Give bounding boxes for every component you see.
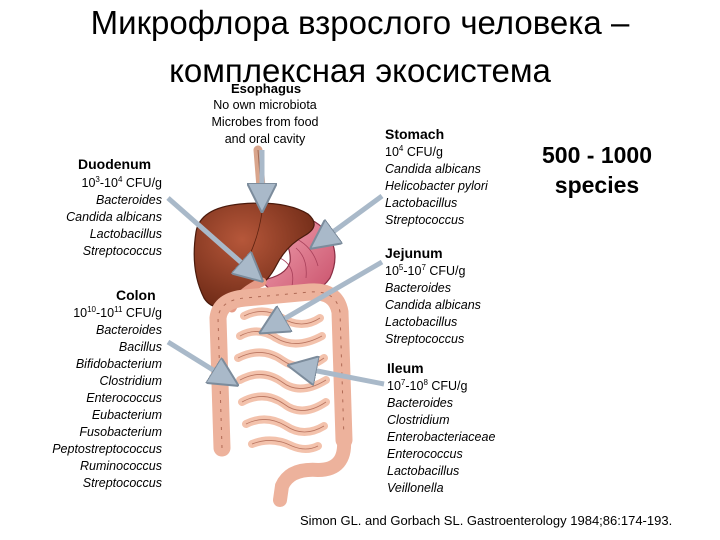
microbe-item: Bifidobacterium [75, 357, 162, 371]
arrow-duodenum [166, 196, 252, 272]
stomach-heading: Stomach [385, 126, 445, 142]
title-line-2: комплексная экосистема [169, 52, 551, 89]
microbe-item: Clostridium [387, 413, 450, 427]
microbe-item: Fusobacterium [79, 425, 162, 439]
ileum-block: 107-108 CFU/g Bacteroides Clostridium En… [387, 378, 495, 497]
pointer-arrows [166, 150, 385, 387]
colon-heading: Colon [116, 287, 156, 303]
title-line-1: Микрофлора взрослого человека – [90, 4, 630, 41]
microbe-item: Clostridium [99, 374, 162, 388]
microbe-item: Bacteroides [95, 323, 162, 337]
arrow-colon [166, 339, 226, 378]
stomach-cfu: 104 CFU/g [385, 144, 443, 160]
small-intestine-outline [237, 311, 327, 450]
arrow-ileum [302, 368, 385, 387]
microbe-item: Bacillus [118, 340, 162, 354]
duodenum-heading: Duodenum [78, 156, 152, 172]
arrow-jejunum [272, 259, 384, 326]
colon [209, 283, 353, 507]
microbe-item: Ruminococcus [80, 459, 162, 473]
microbe-item: Enterococcus [86, 391, 162, 405]
arrow-stomach [322, 193, 384, 240]
microbe-item: Eubacterium [91, 408, 162, 422]
microbe-item: Enterobacteriaceae [387, 430, 496, 444]
colon-block: 1010-1011 CFU/g Bacteroides Bacillus Bif… [10, 305, 162, 492]
duodenum-cfu: 103-104 CFU/g [81, 175, 162, 191]
colon-cfu: 1010-1011 CFU/g [73, 305, 162, 321]
microbe-item: Lactobacillus [385, 315, 458, 329]
microbe-item: Lactobacillus [89, 227, 162, 241]
species-line-2: species [554, 172, 640, 198]
esophagus-notes: No own microbiota Microbes from food and… [195, 97, 335, 148]
esophagus-note: No own microbiota [213, 98, 317, 112]
microbe-item: Helicobacter pylori [385, 179, 488, 193]
microbe-item: Veillonella [387, 481, 444, 495]
microbe-item: Streptococcus [385, 213, 465, 227]
microbe-item: Streptococcus [82, 244, 162, 258]
microbe-item: Bacteroides [387, 396, 454, 410]
microbe-item: Bacteroides [95, 193, 162, 207]
microbe-item: Candida albicans [66, 210, 162, 224]
stomach-block: 104 CFU/g Candida albicans Helicobacter … [385, 144, 488, 229]
microbe-item: Lactobacillus [385, 196, 458, 210]
species-line-1: 500 - 1000 [542, 142, 652, 168]
ileum-heading: Ileum [387, 360, 424, 376]
microbe-item: Streptococcus [82, 476, 162, 490]
microbe-item: Bacteroides [385, 281, 452, 295]
esophagus-heading: Esophagus [231, 81, 302, 96]
jejunum-cfu: 105-107 CFU/g [385, 263, 466, 279]
microbe-item: Enterococcus [387, 447, 463, 461]
microbe-item: Candida albicans [385, 162, 481, 176]
microbe-item: Peptostreptococcus [52, 442, 162, 456]
esophagus-note: and oral cavity [224, 132, 306, 146]
esophagus-note: Microbes from food [211, 115, 319, 129]
jejunum-heading: Jejunum [385, 245, 443, 261]
jejunum-block: 105-107 CFU/g Bacteroides Candida albica… [385, 263, 481, 348]
microbe-item: Candida albicans [385, 298, 481, 312]
duodenum-block: 103-104 CFU/g Bacteroides Candida albica… [20, 175, 162, 260]
microbe-item: Streptococcus [385, 332, 465, 346]
microbe-item: Lactobacillus [387, 464, 460, 478]
ileum-cfu: 107-108 CFU/g [387, 378, 468, 394]
species-count: 500 - 1000 species [522, 140, 672, 200]
citation: Simon GL. and Gorbach SL. Gastroenterolo… [300, 513, 673, 528]
